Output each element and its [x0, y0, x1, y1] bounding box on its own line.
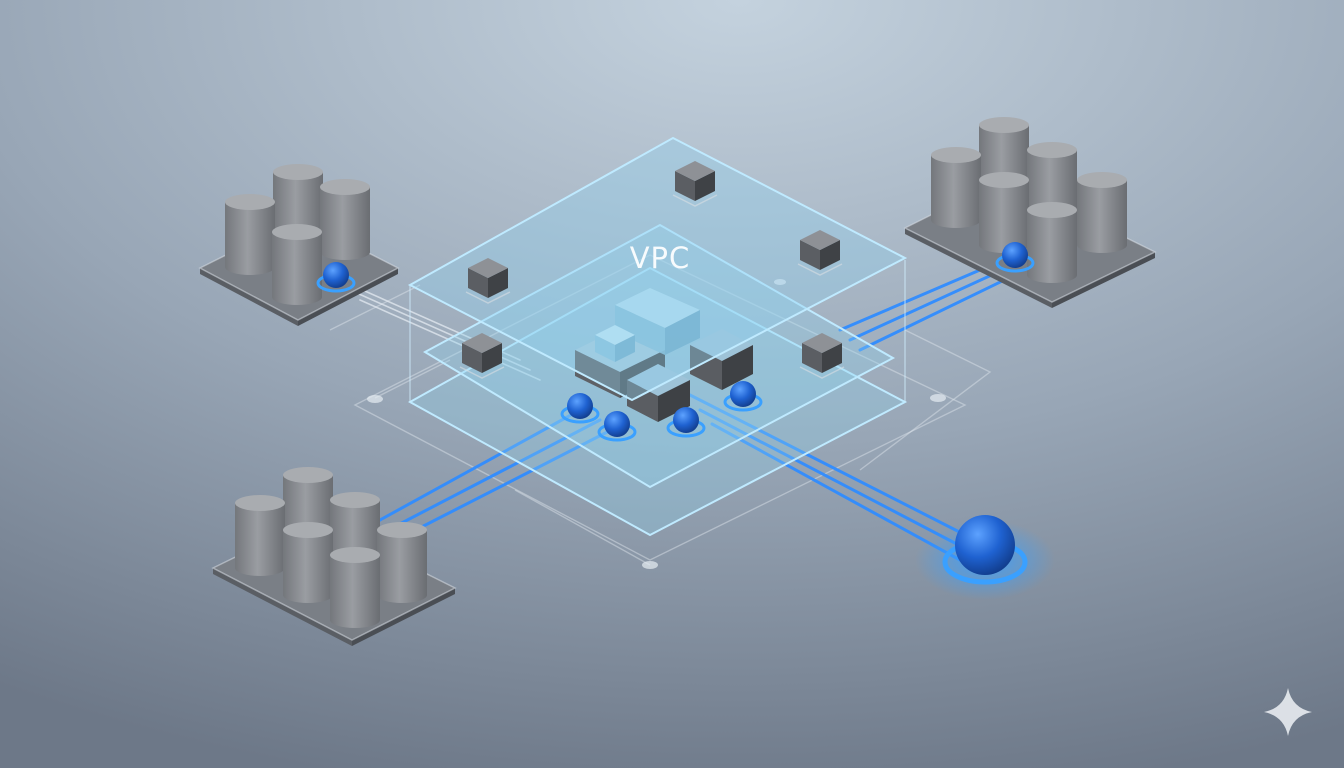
database-cluster-icon: [211, 467, 457, 646]
vpc-top-plane: VPC: [407, 136, 908, 402]
vpc-glass-edges: [409, 260, 906, 402]
server-cube-icon: [575, 288, 753, 422]
network-node-icon: [316, 242, 1055, 600]
vpc-label: VPC: [630, 241, 691, 275]
sparkle-icon: [1264, 688, 1312, 736]
database-cluster-icon: [198, 164, 400, 326]
floor-circuit-dots: [367, 279, 946, 569]
database-cluster-icon: [903, 117, 1157, 308]
